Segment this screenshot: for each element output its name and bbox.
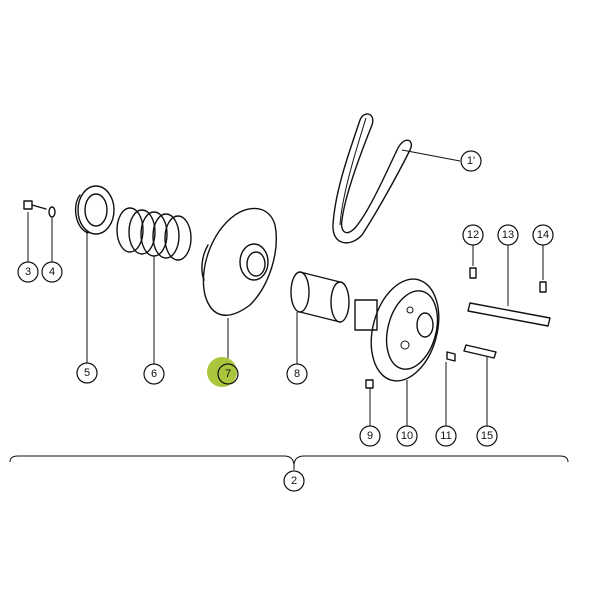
callout-circle [435, 425, 457, 447]
callout-circle [359, 425, 381, 447]
bolt-part[interactable] [23, 200, 47, 262]
assembly-brace [9, 455, 569, 467]
callout-label: 3 [25, 266, 31, 278]
callout-circle [532, 224, 554, 246]
short-key-part[interactable] [463, 344, 497, 426]
hub-flange-part[interactable] [354, 271, 449, 426]
callout-label: 11 [440, 430, 451, 442]
long-key-part[interactable] [467, 245, 551, 327]
callout-14[interactable]: 14 [532, 224, 554, 246]
callout-3[interactable]: 3 [17, 261, 39, 283]
callout-12[interactable]: 12 [462, 224, 484, 246]
callout-5[interactable]: 5 [76, 362, 98, 384]
screw-14-part[interactable] [539, 245, 547, 293]
callout-label: 15 [481, 430, 493, 442]
callout-label: 7 [225, 368, 231, 380]
callout-9[interactable]: 9 [359, 425, 381, 447]
callout-label: 5 [84, 367, 90, 379]
callout-circle [476, 425, 498, 447]
callout-6[interactable]: 6 [143, 363, 165, 385]
callout-label: 9 [367, 430, 373, 442]
set-screw-part[interactable] [365, 379, 374, 426]
callout-7[interactable]: 7 [217, 363, 239, 385]
callout-circle [462, 224, 484, 246]
callout-circle [460, 150, 482, 172]
callout-circle [143, 363, 165, 385]
callout-label: 2 [291, 475, 297, 487]
callout-label: 6 [151, 368, 157, 380]
callout-circle [283, 470, 305, 492]
callout-circle [76, 362, 98, 384]
pulley-disc-part[interactable] [201, 207, 277, 364]
callout-label: 4 [49, 266, 55, 278]
callout-4[interactable]: 4 [41, 261, 63, 283]
callout-circle [17, 261, 39, 283]
v-belt-part[interactable] [332, 113, 461, 244]
nut-part[interactable] [445, 351, 456, 426]
callout-circle [41, 261, 63, 283]
screw-12-part[interactable] [469, 245, 477, 279]
callout-label: 1' [467, 155, 475, 167]
callout-circle [286, 363, 308, 385]
callout-label: 12 [467, 229, 479, 241]
callout-15[interactable]: 15 [476, 425, 498, 447]
callout-circle [217, 363, 239, 385]
washer-part[interactable] [48, 206, 56, 262]
callout-13[interactable]: 13 [497, 224, 519, 246]
callout-11[interactable]: 11 [435, 425, 457, 447]
callout-2[interactable]: 2 [283, 470, 305, 492]
callout-label: 13 [502, 229, 514, 241]
callout-label: 8 [294, 368, 300, 380]
callout-label: 10 [401, 430, 413, 442]
callout-8[interactable]: 8 [286, 363, 308, 385]
cap-part[interactable] [74, 185, 115, 363]
callout-circle [396, 425, 418, 447]
callout-1[interactable]: 1' [460, 150, 482, 172]
spring-part[interactable] [116, 207, 192, 364]
callout-10[interactable]: 10 [396, 425, 418, 447]
callout-label: 14 [537, 229, 549, 241]
callout-circle [497, 224, 519, 246]
bushing-part[interactable] [290, 271, 350, 364]
